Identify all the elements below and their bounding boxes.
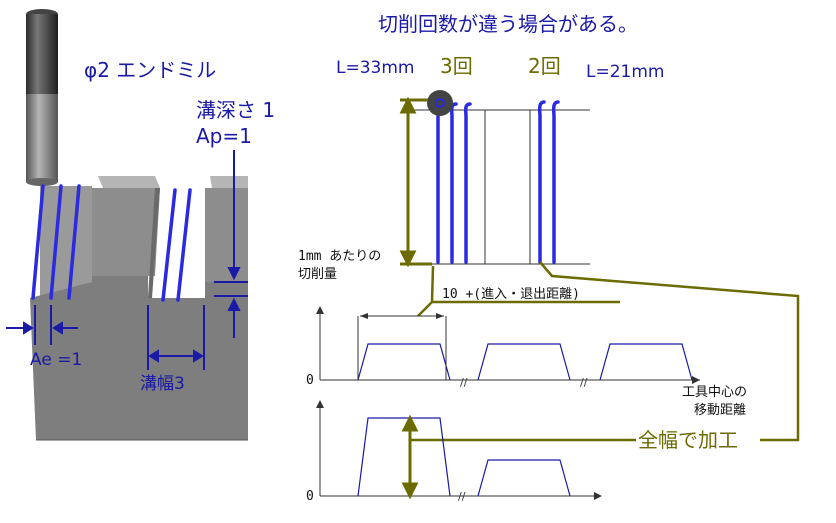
olive-connectors	[410, 261, 800, 442]
svg-text://: //	[458, 490, 466, 503]
zero-top: 0	[306, 373, 314, 388]
tool-path-2-passes	[537, 100, 560, 264]
tool-path-3-passes	[435, 102, 472, 264]
svg-text://: //	[580, 376, 588, 389]
workpiece-block	[30, 176, 248, 441]
per-mm-label-2: 切削量	[298, 267, 338, 282]
end-mill-tool	[26, 9, 58, 186]
x-axis-label-1: 工具中心の	[682, 385, 748, 400]
graph-bottom: //	[316, 400, 602, 503]
groove-width-label: 溝幅3	[140, 374, 185, 394]
ap-label: Ap=1	[196, 124, 252, 148]
passes-3-label: 3回	[440, 54, 473, 78]
approach-label: 10 +(進入・退出距離)	[442, 287, 580, 302]
tool-top-view	[427, 90, 453, 116]
zero-bottom: 0	[306, 489, 314, 504]
svg-text://: //	[460, 376, 468, 389]
ae-dimension	[6, 305, 78, 345]
x-axis-label-2: 移動距離	[694, 403, 747, 418]
olive-height-indicator	[399, 96, 432, 268]
full-width-label: 全幅で加工	[638, 428, 738, 452]
passes-2-label: 2回	[528, 54, 561, 78]
tool-path-left	[31, 184, 192, 302]
length-21-label: L=21mm	[586, 62, 665, 82]
graph-top: // //	[316, 306, 700, 389]
ae-label: Ae =1	[30, 350, 83, 370]
per-mm-label-1: 1mm あたりの	[298, 249, 382, 264]
tool-label: φ2 エンドミル	[84, 58, 217, 82]
diagram-title: 切削回数が違う場合がある。	[378, 12, 638, 36]
depth-dimension	[214, 150, 248, 338]
groove-depth-label: 溝深さ 1	[196, 98, 276, 122]
length-33-label: L=33mm	[336, 58, 415, 78]
groove-width-dimension	[147, 305, 205, 370]
